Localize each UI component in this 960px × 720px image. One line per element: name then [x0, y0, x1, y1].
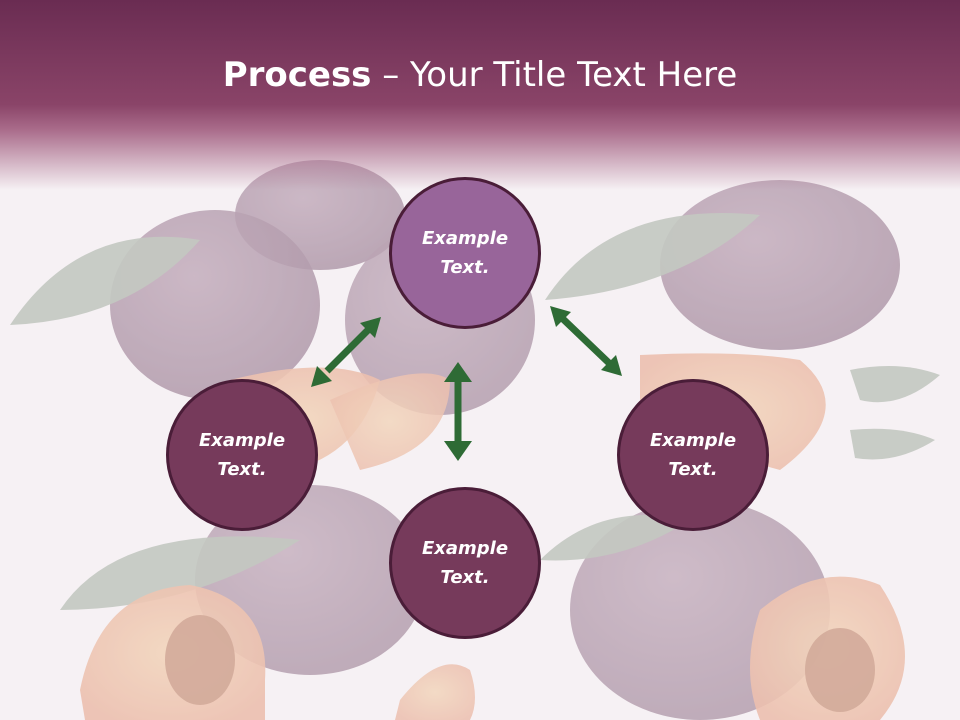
node-text-line2: Text. — [217, 459, 267, 480]
node-text-line1: Example — [198, 430, 286, 451]
double-arrow-top-right — [550, 306, 622, 376]
node-text-line1: Example — [421, 538, 509, 559]
process-node-top[interactable]: Example Text. — [389, 177, 541, 329]
node-text-line2: Text. — [440, 257, 490, 278]
process-node-bottom[interactable]: Example Text. — [389, 487, 541, 639]
process-node-left[interactable]: Example Text. — [166, 379, 318, 531]
slide-title[interactable]: Process – Your Title Text Here — [0, 52, 960, 98]
node-text-line1: Example — [421, 228, 509, 249]
process-node-right[interactable]: Example Text. — [617, 379, 769, 531]
double-arrow-top-left — [311, 317, 381, 387]
double-arrow-center-vertical — [444, 362, 472, 461]
header-band — [0, 0, 960, 190]
node-text-line2: Text. — [668, 459, 718, 480]
title-bold-text: Process — [222, 55, 372, 95]
title-rest-text: – Your Title Text Here — [371, 55, 738, 95]
node-text-line1: Example — [649, 430, 737, 451]
node-text-line2: Text. — [440, 567, 490, 588]
